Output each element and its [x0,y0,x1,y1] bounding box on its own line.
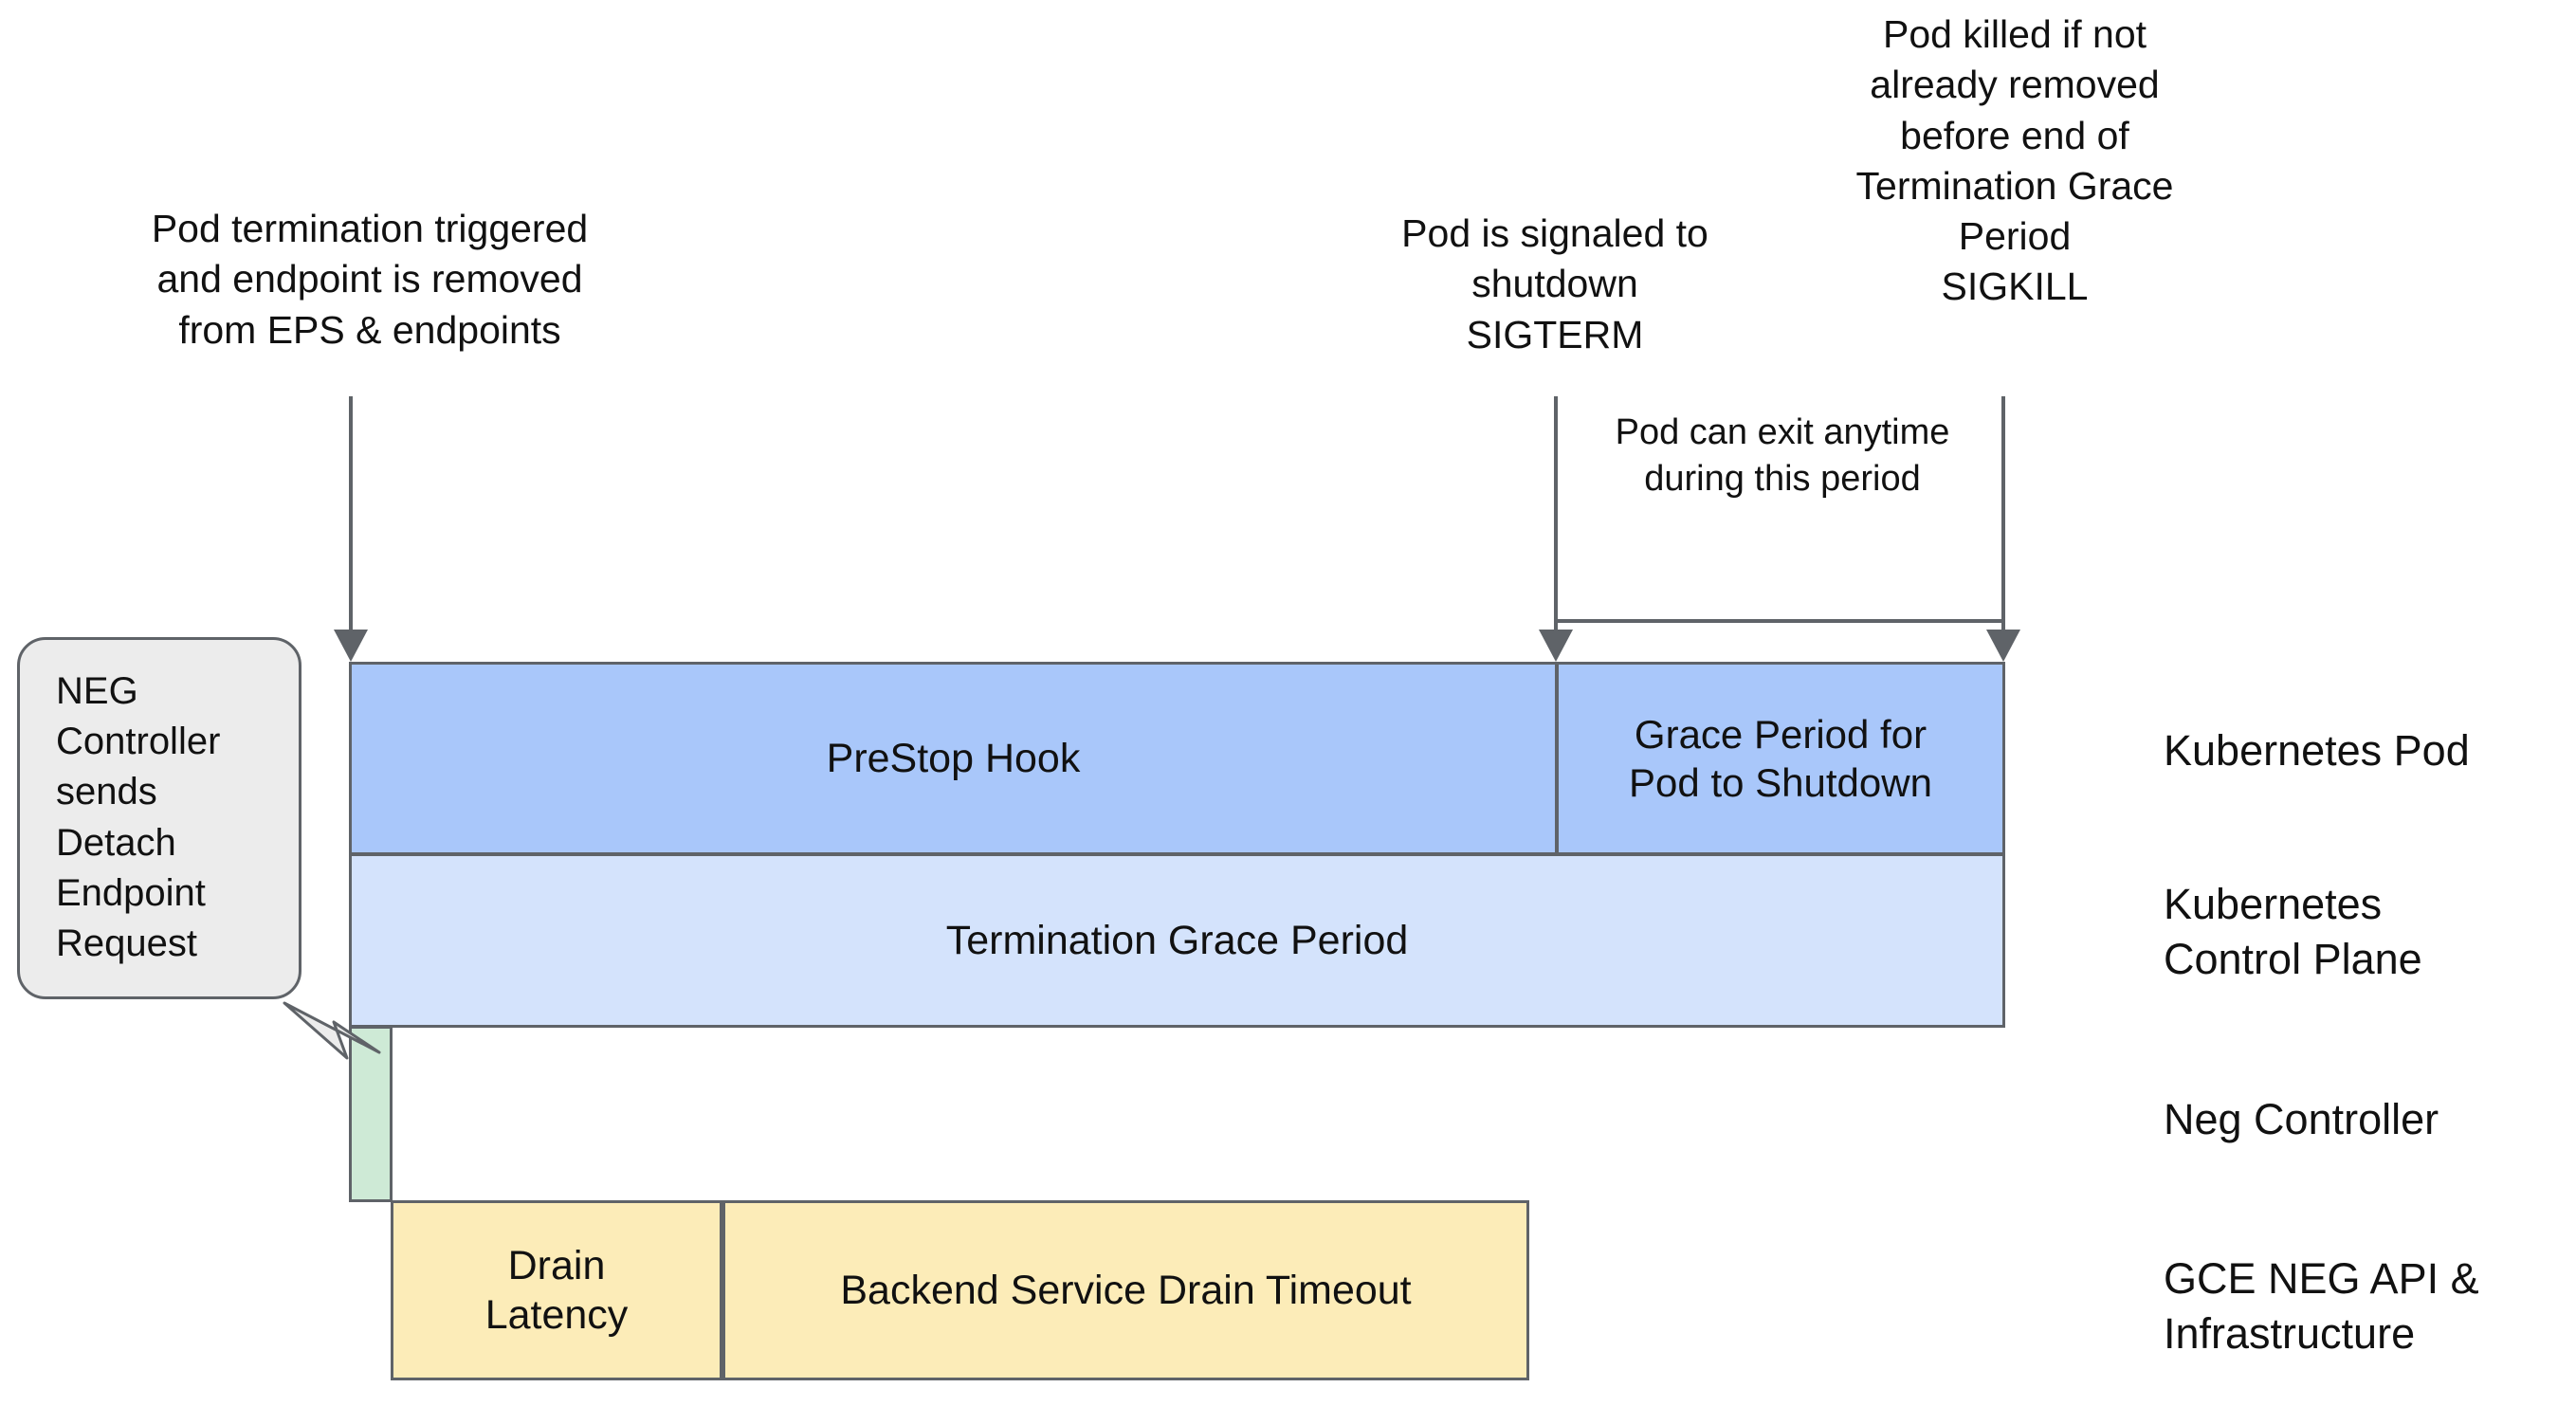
annotation-sigterm: Pod is signaled to shutdown SIGTERM [1401,211,1708,356]
bar-drain-latency[interactable]: Drain Latency [391,1200,722,1380]
lane-label-neg-controller: Neg Controller [2164,1095,2439,1143]
bar-grace-period-for-pod-to-shutdown[interactable]: Grace Period for Pod to Shutdown [1556,662,2005,855]
arrow-head-pod-termination [334,630,368,662]
lane-label-kubernetes-control-plane: Kubernetes Control Plane [2164,880,2422,983]
callout-neg-controller-detach-endpoint: NEG Controller sends Detach Endpoint Req… [17,637,301,999]
bar-prestop-hook[interactable]: PreStop Hook [349,662,1558,855]
arrow-line-sigkill [2001,396,2005,631]
bar-backend-service-drain-timeout[interactable]: Backend Service Drain Timeout [722,1200,1529,1380]
annotation-sigkill: Pod killed if not already removed before… [1855,12,2174,309]
bar-neg-controller-detach[interactable] [349,1026,393,1202]
bar-termination-grace-period[interactable]: Termination Grace Period [349,853,2005,1028]
lane-label-gce-neg-api-infrastructure: GCE NEG API & Infrastructure [2164,1254,2479,1358]
annotation-pod-can-exit-anytime: Pod can exit anytime during this period [1615,412,1950,500]
lane-label-kubernetes-pod: Kubernetes Pod [2164,726,2470,775]
arrow-head-sigterm [1539,630,1573,662]
arrow-head-sigkill [1986,630,2020,662]
span-connector-pod-exit-window [1556,619,2003,623]
arrow-line-sigterm [1554,396,1558,631]
arrow-line-pod-termination [349,396,353,631]
annotation-pod-termination-triggered: Pod termination triggered and endpoint i… [151,207,589,352]
